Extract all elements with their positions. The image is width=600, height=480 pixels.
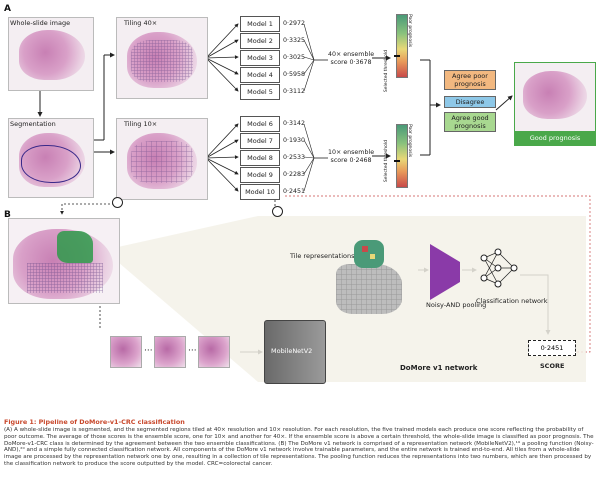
disagree-box: Disagree (444, 96, 496, 108)
model-9-box: Model 9 (240, 167, 280, 183)
noisy-and-funnel (430, 244, 460, 300)
ensemble-10-label: 10× ensemble score 0·2468 (328, 149, 374, 165)
model-5-box: Model 5 (240, 84, 280, 100)
colorbar-10-threshold: Selected threshold (384, 140, 389, 183)
model-10-score: 0·2451 (283, 188, 306, 195)
figure-caption-body: (A) A whole-slide image is segmented, an… (4, 427, 594, 467)
mobilenet-label: MobileNetV2 (271, 347, 313, 355)
ensemble-40-line1: 40× ensemble (328, 51, 375, 58)
colorbar-40-poor: Poor prognosis (407, 14, 412, 48)
result-label: Good prognosis (515, 131, 595, 145)
tiling-40-label: Tiling 40× (124, 19, 158, 27)
network-title: DoMore v1 network (400, 364, 478, 372)
magnifier-icon-2 (272, 206, 283, 217)
panel-letter-a: A (4, 4, 11, 14)
model-3-box: Model 3 (240, 50, 280, 66)
tile-image-3 (198, 336, 230, 368)
model-2-score: 0·3325 (283, 37, 306, 44)
model-7-score: 0·1930 (283, 137, 306, 144)
magnifier-icon (112, 197, 123, 208)
model-3-score: 0·3025 (283, 54, 306, 61)
ensemble-40-label: 40× ensemble score 0·3678 (328, 51, 374, 67)
colorbar-40-threshold: Selected threshold (384, 50, 389, 93)
tile-image-2 (154, 336, 186, 368)
score-value-box: 0·2451 (528, 340, 576, 356)
colorbar-40-marker (394, 55, 400, 57)
ensemble-10-line1: 10× ensemble (328, 149, 375, 156)
classification-network-label: Classification network (476, 297, 548, 305)
segmentation-label: Segmentation (10, 120, 56, 128)
model-7-box: Model 7 (240, 133, 280, 149)
ellipsis-2: ··· (188, 346, 197, 356)
colorbar-10-poor: Poor prognosis (407, 124, 412, 158)
classification-network-icon (478, 246, 520, 292)
agree-good-box: Agree good prognosis (444, 112, 496, 132)
tiling-10-label: Tiling 10× (124, 120, 158, 128)
model-10-box: Model 10 (240, 184, 280, 200)
wsi-image (8, 17, 94, 91)
segmentation-image (8, 118, 94, 198)
model-8-box: Model 8 (240, 150, 280, 166)
panel-letter-b: B (4, 210, 11, 220)
model-6-box: Model 6 (240, 116, 280, 132)
tiling-10-image (116, 118, 208, 200)
ellipsis-1: ··· (144, 346, 153, 356)
colorbar-10 (396, 124, 408, 188)
model-8-score: 0·2533 (283, 154, 306, 161)
result-image: Good prognosis (514, 62, 596, 146)
model-6-score: 0·3142 (283, 120, 306, 127)
noisy-and-label: Noisy-AND pooling (426, 301, 487, 309)
agree-poor-box: Agree poor prognosis (444, 70, 496, 90)
model-5-score: 0·3112 (283, 88, 306, 95)
tile-representations-label: Tile representations (290, 252, 355, 260)
figure-caption-title: Figure 1: Pipeline of DoMore-v1-CRC clas… (4, 418, 185, 426)
colorbar-40 (396, 14, 408, 78)
score-label: SCORE (540, 362, 565, 370)
model-1-box: Model 1 (240, 16, 280, 32)
wsi-label: Whole-slide image (10, 19, 71, 27)
model-9-score: 0·2283 (283, 171, 306, 178)
colorbar-10-marker (394, 160, 400, 162)
model-2-box: Model 2 (240, 33, 280, 49)
model-1-score: 0·2972 (283, 20, 306, 27)
model-4-score: 0·5958 (283, 71, 306, 78)
ensemble-40-line2: score 0·3678 (330, 59, 372, 66)
model-4-box: Model 4 (240, 67, 280, 83)
tile-representations-map (336, 240, 406, 320)
panel-b-tissue (8, 218, 120, 304)
mobilenet-box: MobileNetV2 (264, 320, 326, 384)
tile-image-1 (110, 336, 142, 368)
ensemble-10-line2: score 0·2468 (330, 157, 372, 164)
tiling-40-image (116, 17, 208, 99)
